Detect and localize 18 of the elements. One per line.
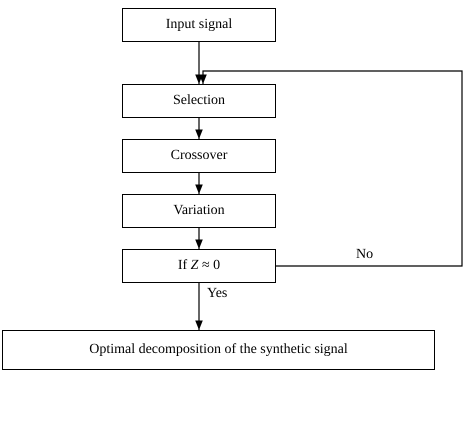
arrow: [195, 228, 203, 249]
process-box: [122, 194, 276, 228]
box-text: If Z ≈ 0: [178, 258, 220, 274]
box-text: Input signal: [166, 17, 232, 33]
process-box: [2, 330, 435, 370]
process-box: [122, 8, 276, 42]
process-box: [122, 139, 276, 173]
box-text: Crossover: [170, 148, 228, 164]
arrow: [195, 173, 203, 194]
arrow: [195, 42, 203, 84]
arrow: [199, 70, 463, 267]
box-text: Variation: [173, 203, 225, 219]
arrow: [195, 118, 203, 139]
box-text: Selection: [172, 93, 226, 109]
box-text: Optimal decomposition of the synthetic signal: [89, 342, 348, 358]
process-box: [122, 249, 276, 283]
arrow: [195, 283, 203, 330]
process-box: [122, 84, 276, 118]
